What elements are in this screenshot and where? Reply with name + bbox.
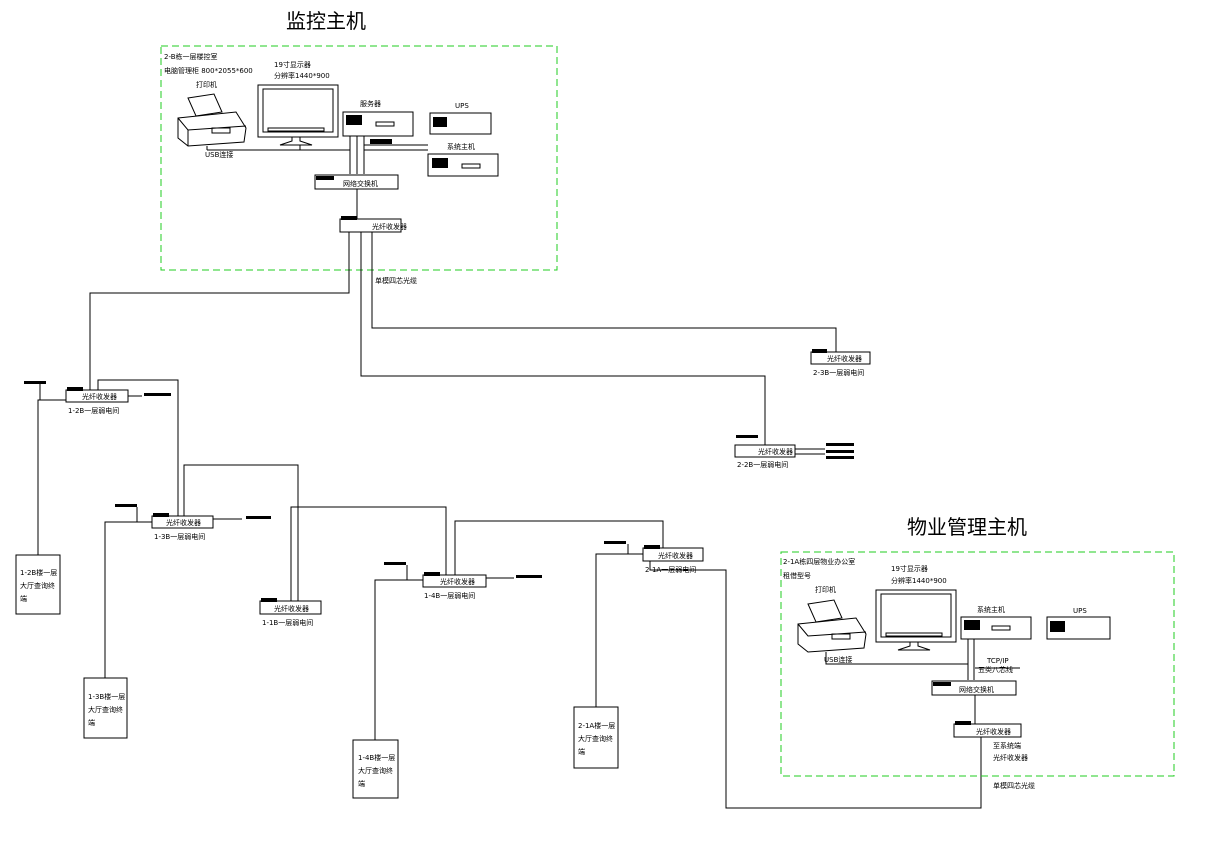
property-monitor-icon <box>875 589 957 651</box>
property-note-1: 至系统端 <box>993 741 1021 750</box>
monitor-room-boundary <box>160 45 558 271</box>
terminal-1b2: 1-2B楼一层 大厅查询终 端 <box>15 554 61 615</box>
property-switch-label: 网络交换机 <box>959 685 994 694</box>
property-printer-label: 打印机 <box>815 585 836 594</box>
monitor-icon <box>257 84 339 146</box>
terminal-1a4-l1: 1-4B楼一层 <box>358 753 395 762</box>
node-2a1-label: 光纤收发器 <box>658 551 693 560</box>
node-1a4: 光纤收发器 1-4B一层弱电间 <box>374 562 542 740</box>
terminal-1a4-l3: 端 <box>358 779 365 788</box>
property-room-boundary <box>780 551 1175 777</box>
terminal-1b2-l1: 1-2B楼一层 <box>20 568 57 577</box>
terminal-1b3: 1-3B楼一层 大厅查询终 端 <box>83 677 128 739</box>
monitor-transceiver: 光纤收发器 <box>339 216 407 233</box>
monitor-switch-label: 网络交换机 <box>343 179 378 188</box>
node-1b2-sub: 1-2B一层弱电间 <box>68 406 119 415</box>
property-note-2: 光纤收发器 <box>993 753 1028 762</box>
monitor-switch: 网络交换机 <box>314 174 399 190</box>
property-system-host-label: 系统主机 <box>977 605 1005 614</box>
monitor-resolution-label: 分辨率1440*900 <box>274 71 330 80</box>
property-ups-label: UPS <box>1073 607 1087 615</box>
node-2b2: 光纤收发器 2-2B一层弱电间 <box>734 435 854 469</box>
monitor-printer-label: 打印机 <box>196 80 217 89</box>
server-icon <box>342 111 414 137</box>
property-display-label: 19寸显示器 <box>891 564 928 573</box>
property-usb-label: USB连接 <box>824 655 852 664</box>
node-2b3-label: 光纤收发器 <box>827 354 862 363</box>
node-1b1-sub: 1-1B一层弱电间 <box>262 618 313 627</box>
property-tcpip-label: TCP/IP <box>986 657 1009 665</box>
monitor-display-label: 19寸显示器 <box>274 60 311 69</box>
monitor-transceiver-label: 光纤收发器 <box>372 222 407 231</box>
terminal-1a4-l2: 大厅查询终 <box>358 766 393 775</box>
terminal-1b2-l3: 端 <box>20 594 27 603</box>
node-2b2-sub: 2-2B一层弱电间 <box>737 460 788 469</box>
terminal-2a1: 2-1A楼一层 大厅查询终 端 <box>573 706 619 769</box>
node-1b3-label: 光纤收发器 <box>166 518 201 527</box>
property-switch: 网络交换机 <box>931 680 1017 696</box>
node-1a4-sub: 1-4B一层弱电间 <box>424 591 475 600</box>
fiber-to-2b2 <box>360 232 766 446</box>
terminal-1b3-l1: 1-3B楼一层 <box>88 692 125 701</box>
terminal-1b3-l3: 端 <box>88 718 95 727</box>
property-rj45-label: 五类八芯线 <box>978 665 1013 674</box>
node-2b3-sub: 2-3B一层弱电间 <box>813 368 864 377</box>
property-room-label: 2-1A栋四层物业办公室 <box>783 557 855 566</box>
terminal-1a4: 1-4B楼一层 大厅查询终 端 <box>352 739 399 799</box>
property-ups-icon <box>1046 616 1111 640</box>
node-2b2-label: 光纤收发器 <box>758 447 793 456</box>
node-2b3: 光纤收发器 2-3B一层弱电间 <box>810 349 871 377</box>
server-label: 服务器 <box>360 99 381 108</box>
ups-label: UPS <box>455 102 469 110</box>
terminal-1b2-l2: 大厅查询终 <box>20 581 55 590</box>
property-transceiver: 光纤收发器 <box>953 721 1022 738</box>
monitor-room-label: 2-B栋一层楼控室 <box>164 52 218 61</box>
property-transceiver-label: 光纤收发器 <box>976 727 1011 736</box>
terminal-2a1-l3: 端 <box>578 747 585 756</box>
node-1a4-label: 光纤收发器 <box>440 577 475 586</box>
property-model-label: 租借型号 <box>783 571 811 580</box>
monitor-fiber-label: 单模四芯光缆 <box>375 276 417 285</box>
property-system-host-icon <box>960 616 1032 640</box>
monitor-usb-label: USB连接 <box>205 150 233 159</box>
system-host-label: 系统主机 <box>447 142 475 151</box>
property-printer-icon <box>797 599 867 653</box>
node-1b2-label: 光纤收发器 <box>82 392 117 401</box>
fiber-to-1b2 <box>89 232 350 390</box>
fiber-to-2b3 <box>371 232 837 353</box>
node-1b1: 光纤收发器 1-1B一层弱电间 <box>259 598 322 627</box>
terminal-2a1-l2: 大厅查询终 <box>578 734 613 743</box>
property-fiber-label: 单模四芯光缆 <box>993 781 1035 790</box>
monitor-cabinet-label: 电脑管理柜 800*2055*600 <box>164 66 253 75</box>
monitor-host-title: 监控主机 <box>286 9 366 33</box>
ups-icon <box>429 112 492 135</box>
terminal-1b3-l2: 大厅查询终 <box>88 705 123 714</box>
property-resolution-label: 分辨率1440*900 <box>891 576 947 585</box>
printer-icon <box>177 93 247 147</box>
node-1b3-sub: 1-3B一层弱电间 <box>154 532 205 541</box>
node-1b3: 光纤收发器 1-3B一层弱电间 <box>104 504 271 678</box>
system-host-icon <box>427 153 499 177</box>
terminal-2a1-l1: 2-1A楼一层 <box>578 721 615 730</box>
property-host-title: 物业管理主机 <box>907 515 1027 539</box>
node-1b1-label: 光纤收发器 <box>274 604 309 613</box>
node-1b2: 光纤收发器 1-2B一层弱电间 <box>24 381 171 415</box>
